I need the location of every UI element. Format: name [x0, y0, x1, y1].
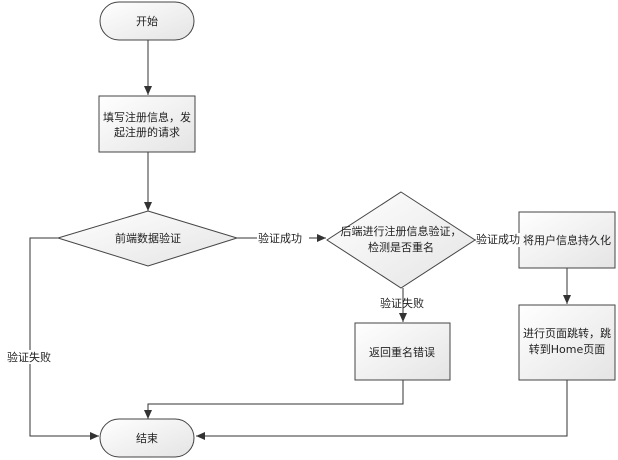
start-terminator	[99, 1, 195, 41]
frontend-validate-label: 前端数据验证	[115, 231, 181, 245]
persist-box	[518, 211, 616, 269]
fill-form-box	[98, 95, 196, 153]
fill-form-label-2: 起注册的请求	[114, 125, 180, 139]
edge-frontend-fail	[29, 237, 99, 440]
redirect-label-2: 转到Home页面	[529, 342, 605, 356]
backend-validate-label-2: 检测是否重名	[368, 240, 434, 254]
backend-success-label: 验证成功	[476, 232, 520, 246]
frontend-validate-diamond	[56, 210, 239, 267]
persist-label: 将用户信息持久化	[523, 233, 611, 247]
redirect-box	[518, 304, 616, 381]
frontend-fail-label: 验证失败	[7, 350, 51, 364]
duplicate-error-box	[354, 322, 451, 381]
end-label: 结束	[136, 432, 158, 445]
start-label: 开始	[136, 14, 158, 28]
fill-form-label-1: 填写注册信息，发	[103, 110, 191, 124]
edge-redirect-to-end	[196, 380, 568, 440]
frontend-success-label: 验证成功	[258, 231, 302, 245]
backend-validate-diamond	[326, 191, 476, 289]
backend-validate-label-1: 后端进行注册信息验证，	[341, 224, 462, 238]
edge-error-to-end	[144, 380, 404, 419]
redirect-label-1: 进行页面跳转，跳	[523, 326, 611, 340]
end-terminator	[99, 418, 195, 458]
backend-fail-label: 验证失败	[380, 296, 424, 310]
duplicate-error-label: 返回重名错误	[369, 345, 435, 359]
